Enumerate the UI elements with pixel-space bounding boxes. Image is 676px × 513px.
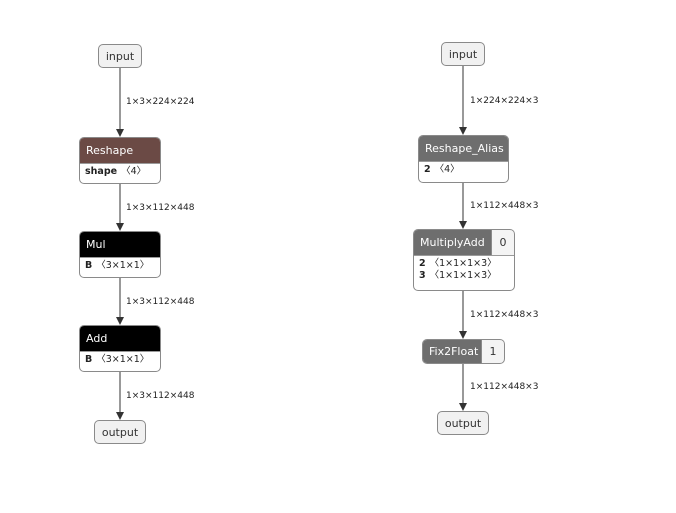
left-add-attrs: B〈3×1×1〉	[80, 351, 160, 369]
attr-key: 2	[419, 258, 426, 269]
left-mul-title: Mul	[86, 238, 106, 251]
left-reshape-node[interactable]: Reshape shape〈4〉	[79, 137, 161, 184]
right-edge-label-3: 1×112×448×3	[470, 310, 539, 320]
right-input-node[interactable]: input	[441, 42, 485, 66]
left-reshape-attrs: shape〈4〉	[80, 163, 160, 181]
left-add-attr-row: B〈3×1×1〉	[85, 354, 155, 366]
right-multiplyadd-attr-row: 3〈1×1×1×3〉	[419, 270, 509, 282]
left-mul-attrs: B〈3×1×1〉	[80, 257, 160, 275]
right-reshape-alias-title: Reshape_Alias	[425, 142, 504, 155]
left-add-header: Add	[80, 326, 160, 351]
right-output-node[interactable]: output	[437, 411, 489, 435]
left-output-node[interactable]: output	[94, 420, 146, 444]
attr-value: 〈1×1×1×3〉	[429, 258, 497, 269]
left-input-node[interactable]: input	[98, 44, 142, 68]
right-reshape-alias-attrs: 2〈4〉	[419, 161, 508, 179]
left-reshape-title: Reshape	[86, 144, 134, 157]
right-fix2float-node[interactable]: Fix2Float 1	[422, 339, 505, 364]
attr-key: 2	[424, 164, 431, 175]
attr-value: 〈3×1×1〉	[96, 260, 150, 271]
left-edge-label-3: 1×3×112×448	[126, 297, 195, 307]
right-edge-label-1: 1×224×224×3	[470, 96, 539, 106]
left-add-node[interactable]: Add B〈3×1×1〉	[79, 325, 161, 372]
right-multiplyadd-attrs: 2〈1×1×1×3〉 3〈1×1×1×3〉	[414, 255, 514, 285]
right-multiplyadd-badge: 0	[491, 230, 514, 255]
right-edge-label-4: 1×112×448×3	[470, 382, 539, 392]
attr-value: 〈4〉	[121, 166, 147, 177]
left-mul-attr-row: B〈3×1×1〉	[85, 260, 155, 272]
attr-value: 〈3×1×1〉	[96, 354, 150, 365]
right-multiplyadd-node[interactable]: MultiplyAdd 0 2〈1×1×1×3〉 3〈1×1×1×3〉	[413, 229, 515, 291]
right-reshape-alias-header: Reshape_Alias	[419, 136, 508, 161]
left-add-title: Add	[86, 332, 108, 345]
right-reshape-alias-attr-row: 2〈4〉	[424, 164, 503, 176]
left-mul-node[interactable]: Mul B〈3×1×1〉	[79, 231, 161, 278]
left-mul-header: Mul	[80, 232, 160, 257]
right-fix2float-title: Fix2Float	[429, 345, 479, 358]
attr-key: B	[85, 354, 93, 365]
right-fix2float-badge: 1	[481, 340, 504, 363]
attr-key: 3	[419, 270, 426, 281]
attr-value: 〈4〉	[434, 164, 460, 175]
left-edge-label-2: 1×3×112×448	[126, 203, 195, 213]
right-multiplyadd-attr-row: 2〈1×1×1×3〉	[419, 258, 509, 270]
left-reshape-header: Reshape	[80, 138, 160, 163]
left-edge-label-4: 1×3×112×448	[126, 391, 195, 401]
attr-key: shape	[85, 166, 118, 177]
attr-value: 〈1×1×1×3〉	[429, 270, 497, 281]
right-reshape-alias-node[interactable]: Reshape_Alias 2〈4〉	[418, 135, 509, 183]
left-reshape-attr-row: shape〈4〉	[85, 166, 155, 178]
right-multiplyadd-header: MultiplyAdd 0	[414, 230, 514, 255]
attr-key: B	[85, 260, 93, 271]
right-multiplyadd-title: MultiplyAdd	[420, 236, 485, 249]
right-edge-label-2: 1×112×448×3	[470, 201, 539, 211]
right-fix2float-header: Fix2Float 1	[423, 340, 504, 363]
left-edge-label-1: 1×3×224×224	[126, 97, 195, 107]
